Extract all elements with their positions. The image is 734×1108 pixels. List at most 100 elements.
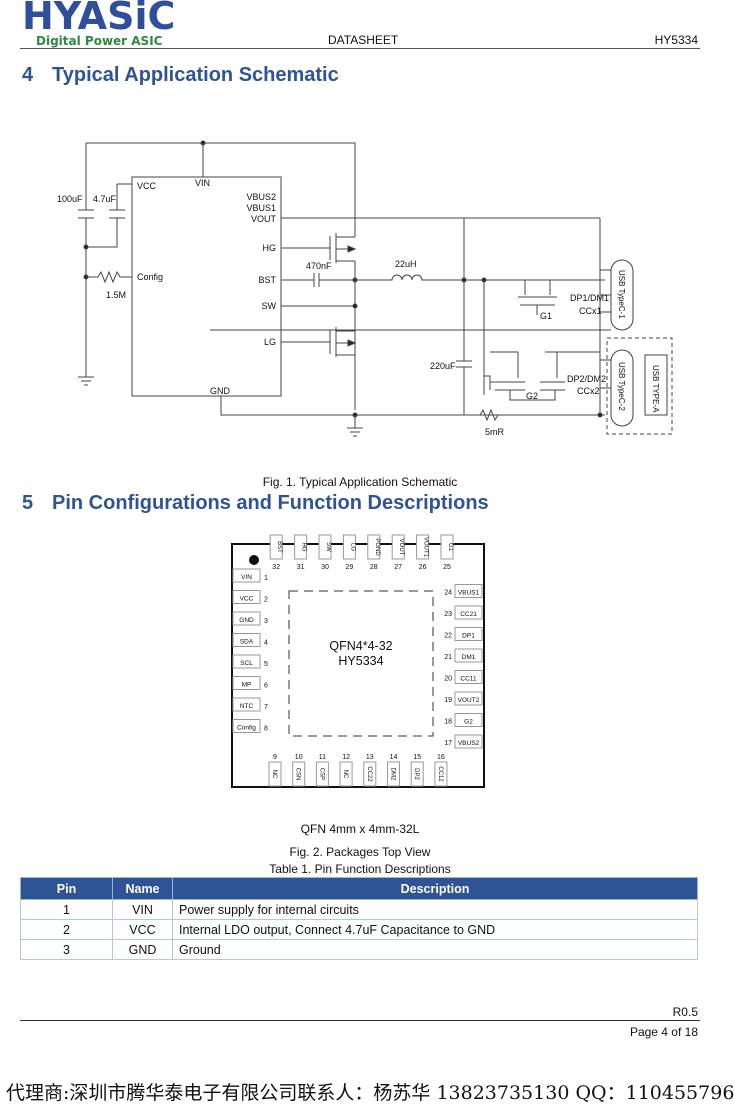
- table-header-row: Pin Name Description: [20, 877, 698, 900]
- junction: [83, 244, 89, 250]
- pin-pad: [232, 654, 261, 669]
- pin-pad: [232, 633, 261, 647]
- junction: [352, 303, 358, 309]
- section-title: Pin Configurations and Function Descript…: [52, 492, 489, 514]
- pin-label-config: Config: [137, 272, 163, 282]
- section-title: Typical Application Schematic: [52, 64, 339, 86]
- pin-number: 27: [394, 564, 402, 571]
- pin1-marker: [249, 555, 259, 565]
- pin-pad: [454, 584, 483, 598]
- resistor-5mr: [464, 408, 605, 422]
- label-22uh: 22uH: [395, 259, 417, 269]
- pin-number: 8: [264, 726, 268, 733]
- pin-number: 26: [419, 564, 427, 571]
- cell-description: Ground: [172, 939, 698, 960]
- pin-name: PGND: [374, 538, 380, 556]
- cap-220uf: [456, 218, 472, 415]
- pin-pad: [363, 761, 377, 787]
- pin-name: VOUT2: [458, 697, 480, 704]
- pin-pad: [454, 713, 483, 727]
- pin-name: CC21: [460, 611, 477, 618]
- pin-name: DM1: [462, 654, 476, 661]
- hs-mosfet: [281, 233, 355, 263]
- label-ccx1: CCx1: [579, 306, 602, 316]
- pin-number: 29: [346, 564, 354, 571]
- pin-name: NC: [342, 770, 348, 779]
- logo-tagline: Digital Power ASIC: [36, 34, 163, 48]
- header-divider: [20, 48, 700, 49]
- pin-label-lg: LG: [264, 337, 276, 347]
- pin-number: 20: [444, 676, 452, 683]
- pin-pad: [454, 691, 483, 706]
- pin-pad: [454, 648, 483, 663]
- pin-function-table: Pin Name Description 1 VIN Power supply …: [20, 877, 698, 960]
- cap-100uf: [78, 143, 94, 377]
- column-header-name: Name: [112, 877, 173, 900]
- pin-pad: [387, 761, 400, 787]
- pin-pad: [339, 761, 353, 787]
- package-caption: QFN 4mm x 4mm-32L: [300, 822, 420, 836]
- inductor-22uh: [355, 274, 605, 281]
- pin-label-vin: VIN: [195, 178, 210, 188]
- pin-number: 9: [273, 754, 277, 761]
- pin-number: 23: [444, 611, 452, 618]
- pin-pad: [232, 590, 261, 604]
- package-name: QFN4*4-32: [329, 639, 392, 653]
- table-row: 2 VCC Internal LDO output, Connect 4.7uF…: [20, 919, 698, 940]
- pin-name: CC12: [437, 766, 443, 782]
- pin-label-vcc: VCC: [137, 181, 157, 191]
- gnd-wire: [220, 396, 605, 416]
- pin-nc: 9NC: [268, 754, 282, 787]
- doc-type: DATASHEET: [328, 33, 399, 47]
- pin-pad: [232, 697, 261, 712]
- pin-number: 6: [264, 683, 268, 690]
- pin-name: BST: [276, 541, 282, 553]
- pin-number: 22: [444, 633, 452, 640]
- pin-name: MP: [242, 682, 252, 689]
- pin-pad: [410, 761, 424, 787]
- column-header-pin: Pin: [20, 877, 113, 900]
- pin-label-bst: BST: [258, 275, 276, 285]
- pin-number: 14: [390, 754, 398, 761]
- ic-body: [131, 176, 282, 397]
- pin-pad: [232, 611, 261, 626]
- pin-pad: [391, 534, 405, 560]
- pin-pad: [232, 676, 261, 690]
- pin-number: 32: [272, 564, 280, 571]
- ground-symbol: [347, 415, 363, 437]
- exposed-pad: [288, 590, 434, 737]
- label-220uf: 220uF: [430, 361, 456, 371]
- label-5mr: 5mR: [485, 427, 505, 437]
- label-g2: G2: [526, 391, 538, 401]
- column-header-description: Description: [172, 877, 698, 900]
- pin-name: DM2: [390, 768, 396, 781]
- pin-pad: [454, 670, 483, 684]
- pin-pad: [318, 534, 332, 560]
- cell-name: GND: [112, 939, 173, 960]
- table-1-caption: Table 1. Pin Function Descriptions: [269, 862, 451, 876]
- pin-name: VOUT1: [423, 537, 429, 558]
- pin-pad: [440, 534, 454, 560]
- pin-label-gnd: GND: [210, 386, 231, 396]
- pin-number: 16: [437, 754, 445, 761]
- label-ccx2: CCx2: [577, 386, 600, 396]
- pin-name: SCL: [240, 660, 253, 667]
- cell-name: VIN: [112, 899, 173, 920]
- pin-number: 4: [264, 640, 268, 647]
